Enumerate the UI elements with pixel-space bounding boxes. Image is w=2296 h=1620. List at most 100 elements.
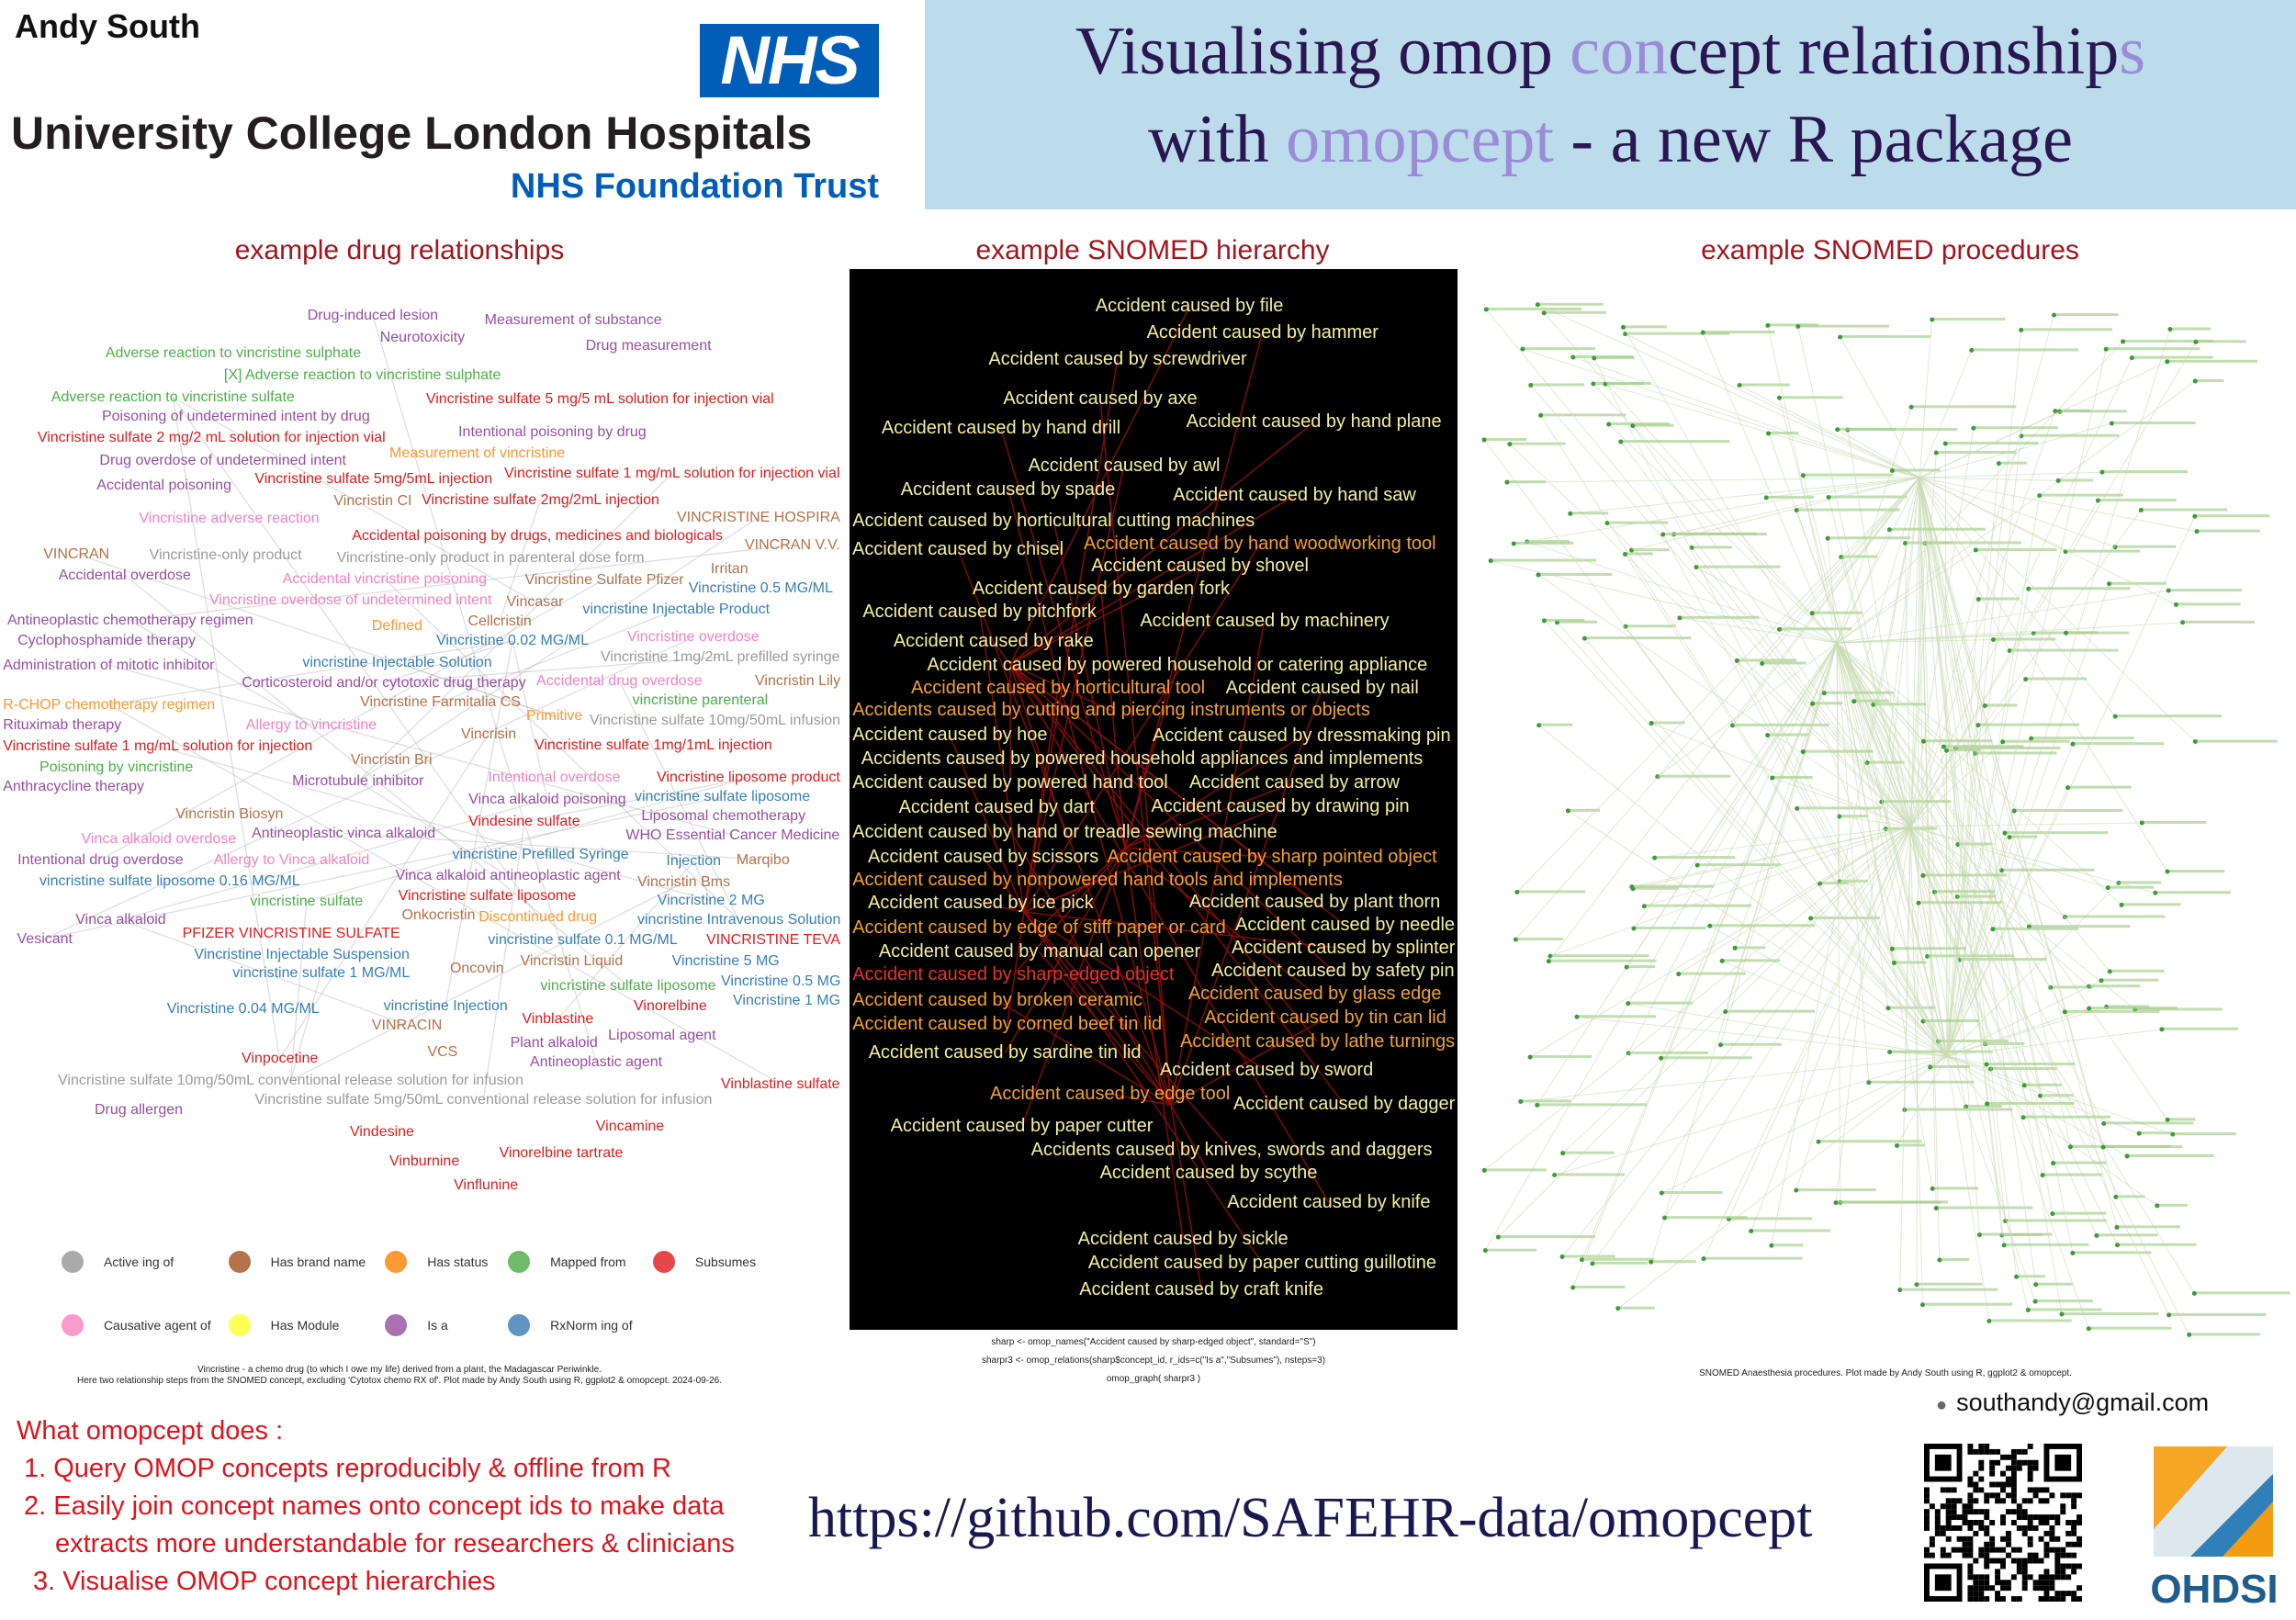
procedure-node-label [1985, 703, 2018, 707]
procedure-node [2124, 1153, 2130, 1159]
procedure-node-label [1557, 620, 1597, 624]
procedure-node [1889, 467, 1895, 473]
graph-edge [482, 821, 525, 1100]
procedure-node [2112, 545, 2118, 550]
graph-edge [1836, 642, 2030, 928]
graph-edge [1009, 663, 1334, 973]
procedure-node [1536, 723, 1542, 728]
graph-edge [1673, 477, 1920, 535]
procedure-node-label [1661, 1191, 1723, 1195]
graph-edge [1633, 642, 1838, 929]
graph-edge [1625, 333, 1920, 478]
procedure-node-label [1975, 547, 2057, 551]
graph-edge [124, 574, 629, 986]
procedure-node [1808, 916, 1814, 921]
graph-edge [1836, 642, 1841, 1203]
procedure-node [1662, 1215, 1668, 1221]
drug-node-label: Vincristine 1 MG [733, 992, 841, 1008]
procedure-node [1732, 945, 1738, 951]
hierarchy-node-label: Accident caused by sword [1159, 1060, 1374, 1081]
title-part: omopcept [1286, 102, 1554, 177]
graph-edge [1604, 383, 1920, 478]
graph-edge [1584, 637, 1948, 1057]
ohdsi-text: OHDSI [2150, 1567, 2279, 1612]
procedure-node-label [1691, 546, 1733, 549]
procedure-node-label [2117, 1243, 2197, 1246]
graph-edge [1023, 359, 1119, 913]
procedure-node [1631, 926, 1637, 931]
procedure-node [1536, 572, 1541, 578]
hierarchy-node-label: Accident caused by sardine tin lid [868, 1042, 1142, 1063]
procedure-node [1581, 636, 1587, 641]
graph-edge [1124, 332, 1264, 849]
graph-edge [1124, 665, 1178, 849]
drug-node-label: Antineoplastic vinca alkaloid [252, 826, 436, 842]
procedure-node [2192, 378, 2198, 384]
graph-edge [172, 397, 539, 917]
legend-label: Mapped from [550, 1254, 626, 1270]
graph-edge [1484, 642, 1838, 1251]
procedure-node [2194, 529, 2200, 534]
procedure-node-label [2169, 327, 2212, 331]
hierarchy-node-label: Accidents caused by powered household ap… [861, 748, 1424, 769]
graph-edge [1124, 736, 1302, 849]
procedure-node [1769, 1243, 1774, 1248]
procedure-node-label [2001, 868, 2095, 872]
drug-node-label: Vinburnine [389, 1153, 460, 1170]
procedure-node [2103, 346, 2109, 352]
github-link[interactable]: https://github.com/SAFEHR-data/omopcept [808, 1487, 1813, 1549]
procedure-node-label [1977, 723, 2080, 726]
graph-edge [1142, 759, 1172, 1106]
section-title-hierarchy: example SNOMED hierarchy [975, 235, 1330, 265]
procedure-node [2099, 469, 2105, 475]
procedure-node [1527, 1054, 1533, 1060]
graph-edge [523, 777, 749, 823]
email-contact[interactable]: ●southandy@gmail.com [1936, 1389, 2209, 1417]
procedure-node [2129, 355, 2134, 361]
qr-code[interactable] [1924, 1444, 2082, 1602]
procedure-node-label [1628, 1051, 1708, 1054]
procedure-node-label [2088, 984, 2140, 988]
drug-node-label: VINCRISTINE HOSPIRA [677, 509, 840, 525]
legend-swatch [385, 1251, 408, 1274]
procedure-node-label [1829, 495, 1908, 499]
graph-edge [1004, 847, 1126, 1054]
procedure-node [1800, 473, 1806, 478]
procedure-node [1765, 733, 1771, 738]
procedure-node-label [1592, 1261, 1649, 1265]
procedure-node-label [2040, 1094, 2074, 1097]
drug-node-label: Primitive [525, 708, 583, 725]
legend-label: Subsumes [694, 1254, 757, 1270]
graph-edge [108, 664, 734, 836]
procedure-node [1719, 958, 1725, 963]
graph-edge [1761, 477, 1920, 664]
graph-edge [1023, 911, 1267, 1072]
procedure-node [2180, 620, 2186, 625]
procedure-node [2193, 339, 2199, 344]
procedure-node [1528, 382, 1534, 388]
procedure-node [1488, 558, 1493, 564]
drug-caption-line: Vincristine - a chemo drug (to which I o… [197, 1365, 602, 1375]
procedure-node-label [1818, 1140, 1922, 1143]
procedure-node [2029, 736, 2034, 741]
procedure-node-label [1957, 894, 1996, 898]
drug-node-label: Vincristin CI [333, 493, 412, 510]
drug-node-label: Irritan [710, 560, 748, 577]
procedure-node-label [2132, 355, 2213, 359]
procedure-node [1973, 547, 1978, 553]
graph-edge [445, 640, 513, 1007]
procedure-node-label [1631, 548, 1670, 552]
graph-edge [279, 733, 490, 1060]
drug-node-label: Vincristine 0.5 MG/ML [688, 580, 833, 597]
graph-edge [1909, 826, 1990, 1322]
graph-edge [357, 781, 509, 877]
procedure-node [2136, 1131, 2142, 1136]
graph-edge [1919, 477, 2177, 605]
procedures-caption: SNOMED Anaesthesia procedures. Plot made… [1699, 1368, 2072, 1378]
procedure-node [2011, 808, 2017, 814]
procedure-node-label [1771, 1243, 1804, 1247]
procedure-node-label [2122, 339, 2213, 343]
procedure-node [2170, 1131, 2176, 1137]
procedure-node [1559, 1254, 1565, 1260]
hierarchy-node-label: Accident caused by knife [1227, 1191, 1431, 1212]
